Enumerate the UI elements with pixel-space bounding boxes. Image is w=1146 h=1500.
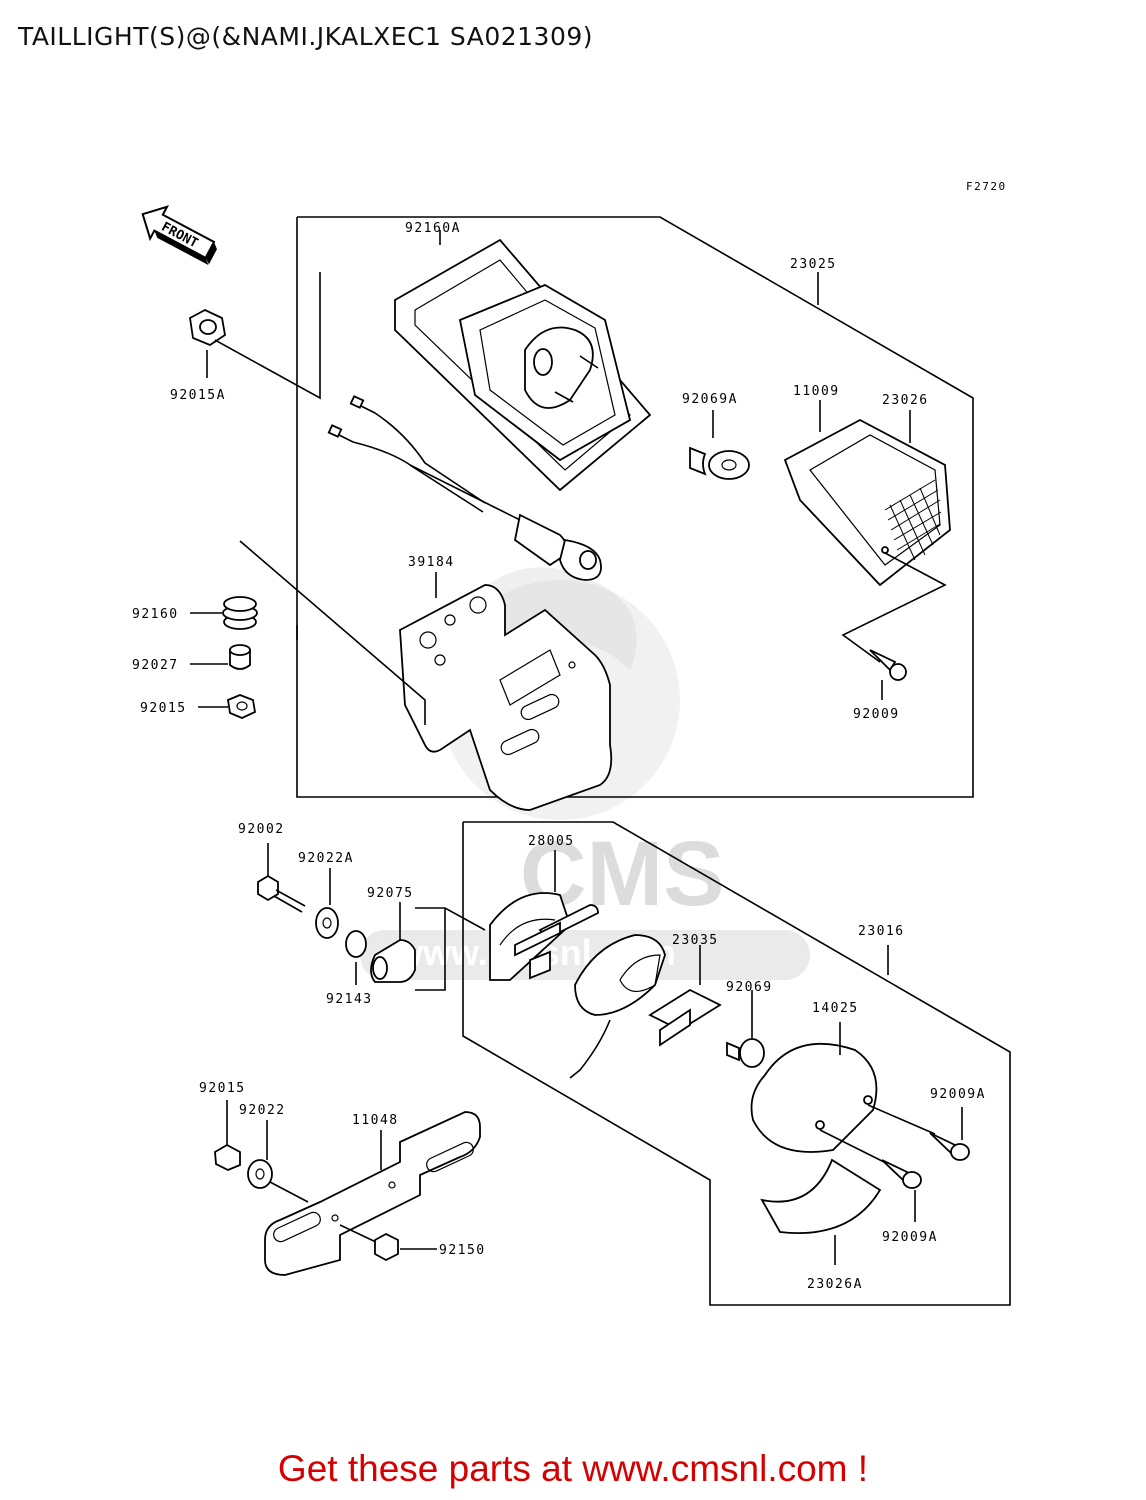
callout-92015: 92015	[140, 701, 187, 716]
callout-92022A: 92022A	[298, 851, 354, 866]
callout-23025: 23025	[790, 257, 837, 272]
nut-part	[198, 694, 257, 719]
rubber-grommet-part	[370, 902, 416, 983]
lens-cover-part	[750, 1022, 936, 1166]
callout-39184: 39184	[408, 555, 455, 570]
spacer-part	[345, 930, 367, 985]
page-title: TAILLIGHT(S)@(&NAMI.JKALXEC1 SA021309)	[18, 22, 594, 51]
callout-92075: 92075	[367, 886, 414, 901]
washer-part	[315, 868, 339, 939]
callout-92160: 92160	[132, 607, 179, 622]
flange-nut-part	[189, 272, 321, 400]
callout-23026: 23026	[882, 393, 929, 408]
footer-link-text[interactable]: Get these parts at www.cmsnl.com !	[277, 1448, 869, 1489]
nut-part-2	[214, 1100, 241, 1171]
upper-assembly-frame	[296, 216, 974, 798]
callout-92143: 92143	[326, 992, 373, 1007]
callout-92009: 92009	[853, 707, 900, 722]
callout-14025: 14025	[812, 1001, 859, 1016]
screw-part-3	[881, 1159, 922, 1222]
callout-92027: 92027	[132, 658, 179, 673]
callout-23016: 23016	[858, 924, 905, 939]
callout-92009A-1: 92009A	[930, 1087, 986, 1102]
callout-23026A: 23026A	[807, 1277, 863, 1292]
bulb-part	[689, 410, 750, 480]
lower-assembly-frame	[415, 821, 1011, 1306]
collar-part	[190, 644, 251, 670]
callout-labels: 92160A 23025 92015A 92069A 11009 23026 3…	[132, 221, 986, 1292]
figure-code: F2720	[966, 180, 1007, 193]
screw-part	[869, 649, 907, 700]
callout-92069A: 92069A	[682, 392, 738, 407]
screw-part-2	[929, 1107, 970, 1161]
callout-92069: 92069	[726, 980, 773, 995]
taillight-housing-part	[394, 230, 652, 492]
callout-23035: 23035	[672, 933, 719, 948]
callout-92015-2: 92015	[199, 1081, 246, 1096]
callout-92015A: 92015A	[170, 388, 226, 403]
callout-11009: 11009	[793, 384, 840, 399]
callout-92009A-2: 92009A	[882, 1230, 938, 1245]
callout-92022: 92022	[239, 1103, 286, 1118]
wiring-harness-part	[327, 395, 602, 581]
grommet-part	[190, 596, 258, 630]
washer-part-2	[247, 1120, 309, 1203]
callout-11048: 11048	[352, 1113, 399, 1128]
callout-92160A: 92160A	[405, 221, 461, 236]
reflector-part	[760, 1158, 882, 1265]
bracket-part	[239, 540, 613, 811]
lamp-base-part	[489, 850, 599, 981]
callout-92002: 92002	[238, 822, 285, 837]
front-arrow-icon: FRONT	[141, 205, 217, 266]
lens-part	[783, 400, 951, 663]
bolt-part	[257, 843, 306, 913]
license-bracket-part	[264, 1111, 481, 1276]
callout-92150: 92150	[439, 1243, 486, 1258]
callout-28005: 28005	[528, 834, 575, 849]
socket-part	[569, 934, 765, 1079]
lens-grid	[884, 479, 942, 561]
bolt-part-2	[339, 1224, 437, 1262]
